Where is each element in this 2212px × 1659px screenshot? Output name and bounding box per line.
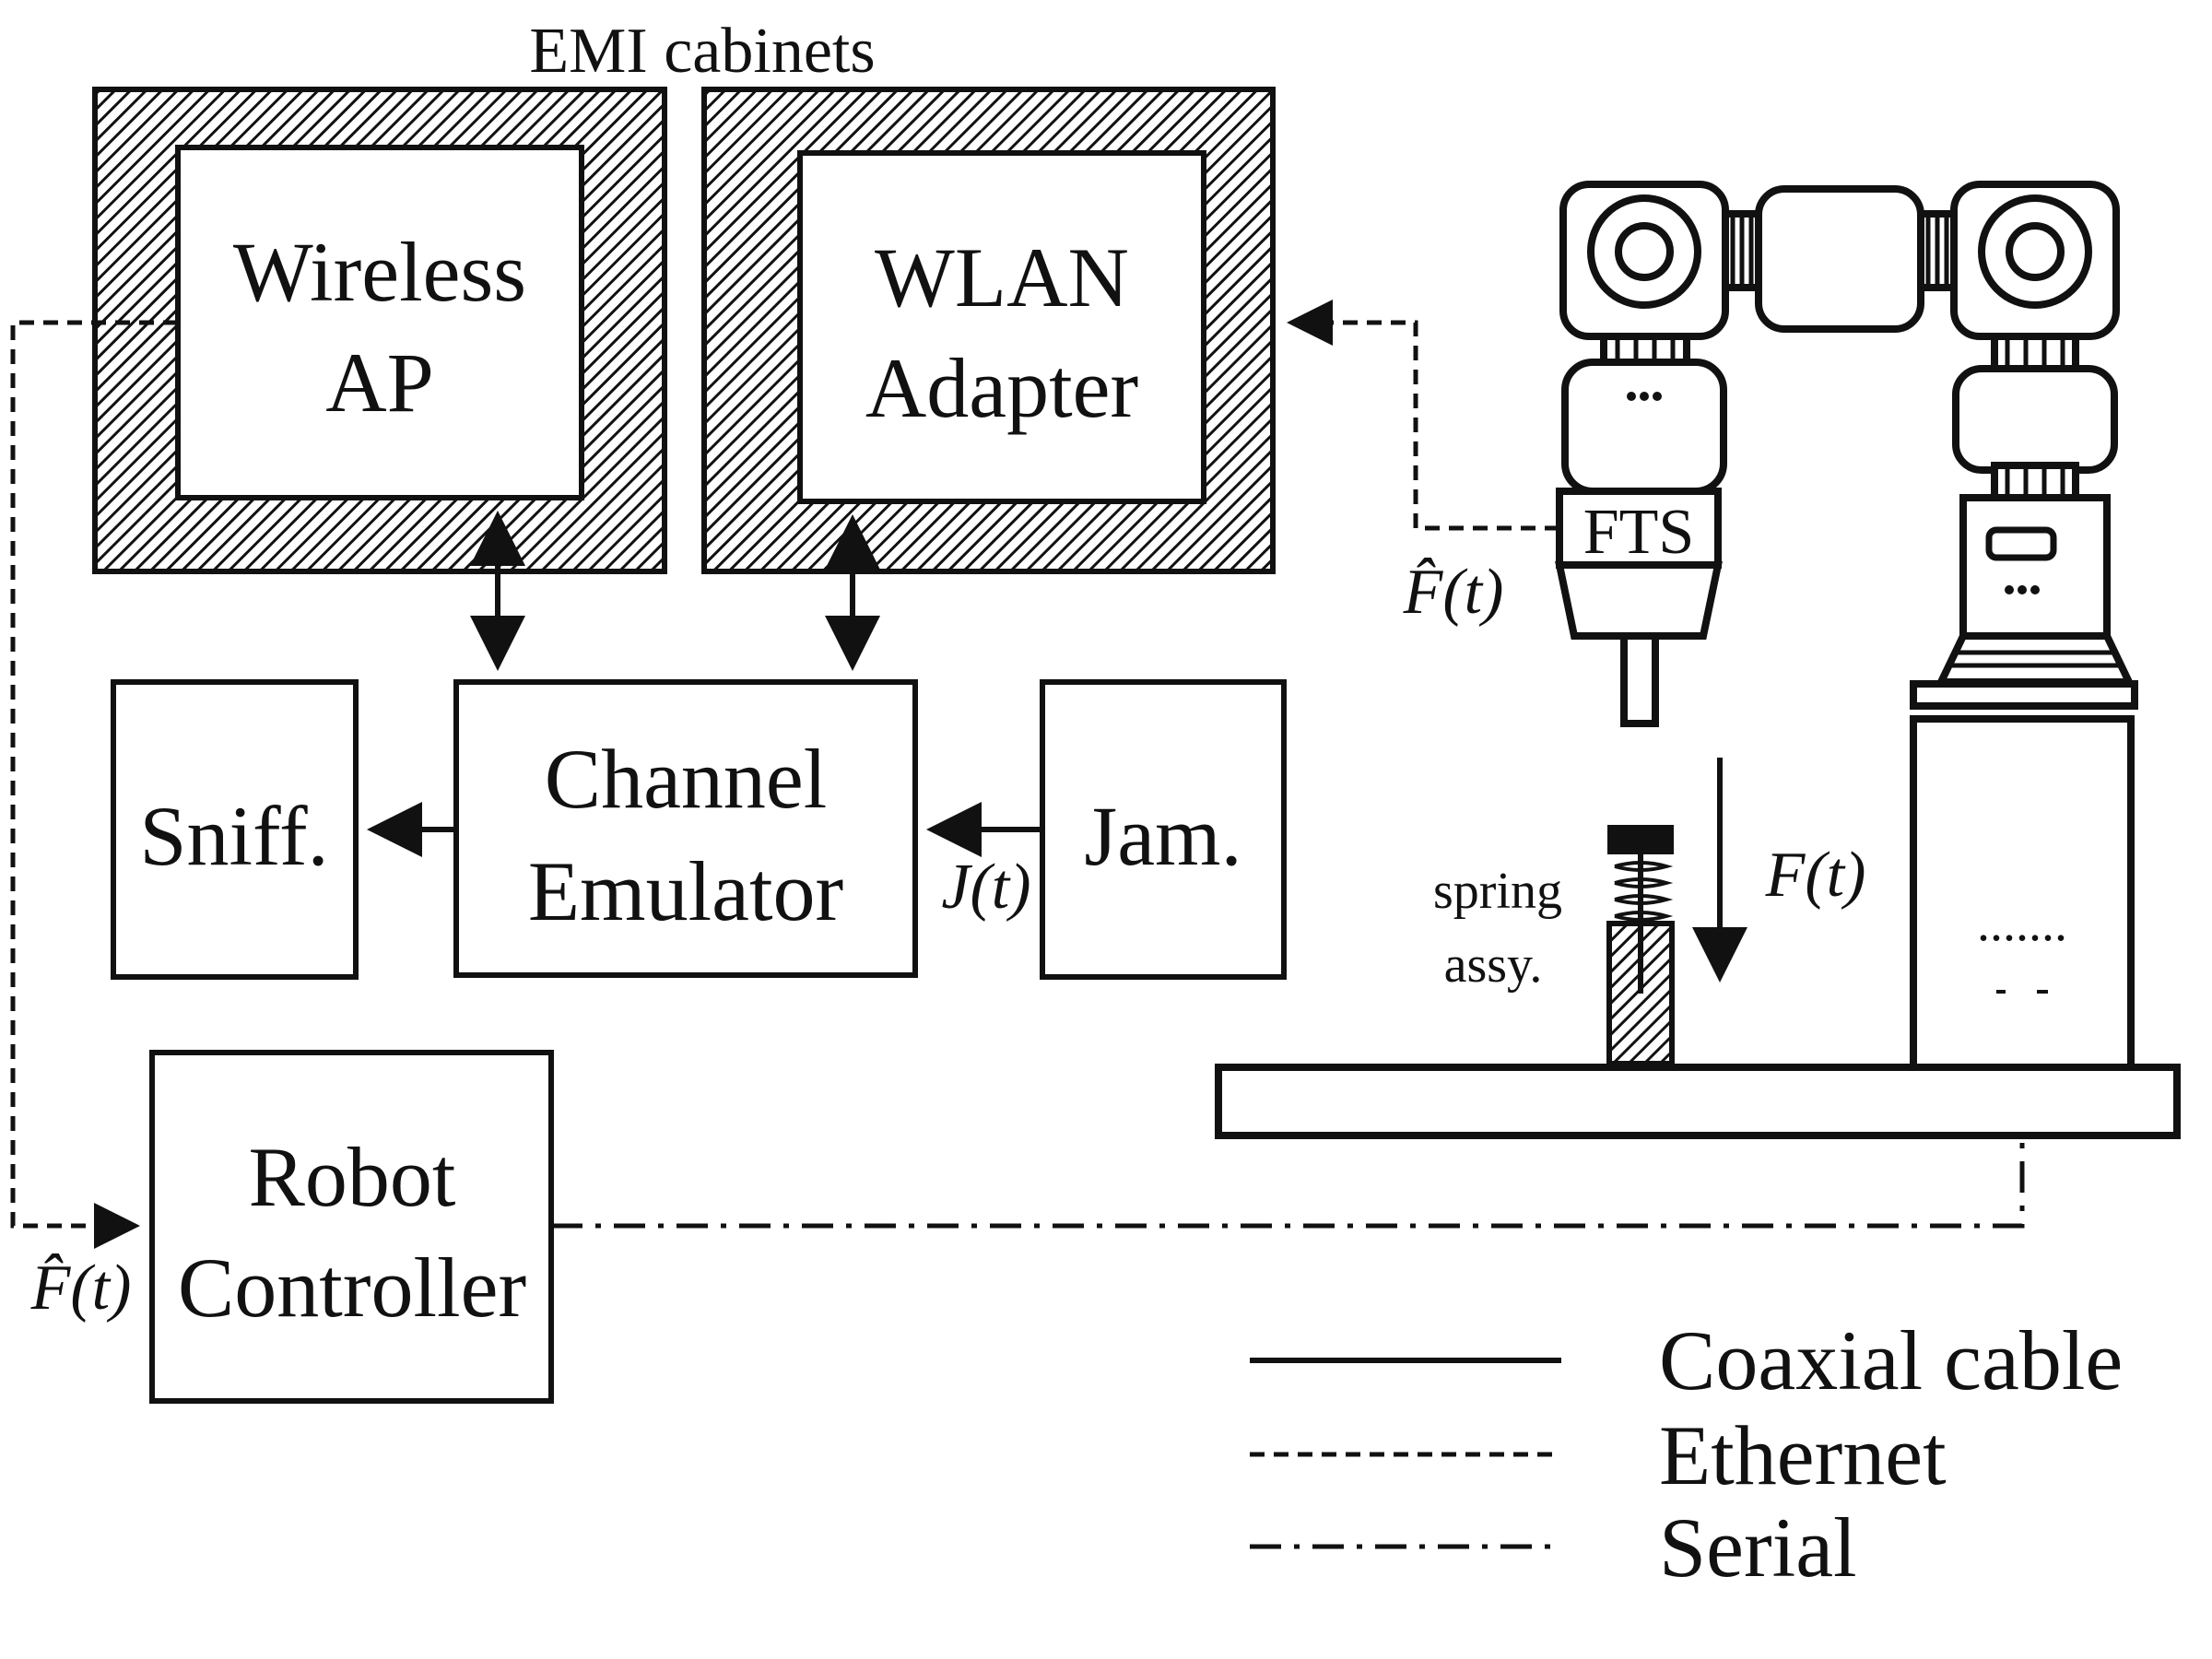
robot-controller-label-line1: Robot xyxy=(249,1130,456,1224)
legend-label-coaxial: Coaxial cable xyxy=(1659,1313,2123,1407)
wlan-adapter-block xyxy=(797,150,1206,504)
sniffer-label: Sniff. xyxy=(139,789,328,883)
sniffer-block xyxy=(111,679,359,980)
legend: Coaxial cable Ethernet Serial xyxy=(1250,1313,2123,1594)
channel-emulator-label-line2: Emulator xyxy=(528,844,843,938)
ethernet-fts-to-adapter xyxy=(1287,300,1559,531)
jammer-label: Jam. xyxy=(1084,789,1241,883)
jammer-block xyxy=(1040,679,1287,980)
robot-controller-label-line2: Controller xyxy=(178,1241,526,1335)
force-estimate-controller-label: F̂(t) xyxy=(30,1253,132,1324)
jamming-signal-label: J(t) xyxy=(941,852,1030,923)
wlan-adapter-label-line1: WLAN xyxy=(875,230,1129,324)
wireless-ap-block xyxy=(175,145,584,500)
wireless-ap-label-line2: AP xyxy=(325,335,434,429)
spring-label-line2: assy. xyxy=(1444,936,1543,994)
emi-cabinet-ap: Wireless AP xyxy=(92,87,667,574)
force-estimate-fts-label: F̂(t) xyxy=(1403,557,1504,628)
legend-label-serial: Serial xyxy=(1659,1500,1857,1594)
wlan-adapter-label-line2: Adapter xyxy=(865,341,1138,435)
pedestal-dots: ....... xyxy=(1977,895,2067,952)
robot-controller-block xyxy=(149,1050,554,1404)
spring-assembly xyxy=(1606,825,1675,1066)
robot-arm: FTS ....... xyxy=(1215,181,2181,1139)
wireless-ap-label-line1: Wireless xyxy=(233,225,526,319)
legend-label-ethernet: Ethernet xyxy=(1659,1408,1947,1502)
emi-cabinet-adapter: WLAN Adapter xyxy=(701,87,1276,574)
spring-label-line1: spring xyxy=(1433,863,1562,920)
emi-cabinets-title: EMI cabinets xyxy=(529,16,875,87)
ethernet-ap-to-controller xyxy=(10,320,178,1249)
serial-controller-to-robot xyxy=(551,995,2025,1229)
channel-emulator-label-line1: Channel xyxy=(545,732,828,826)
channel-emulator-block xyxy=(453,679,918,978)
fts-label: FTS xyxy=(1583,497,1695,568)
force-label: F(t) xyxy=(1765,840,1866,911)
